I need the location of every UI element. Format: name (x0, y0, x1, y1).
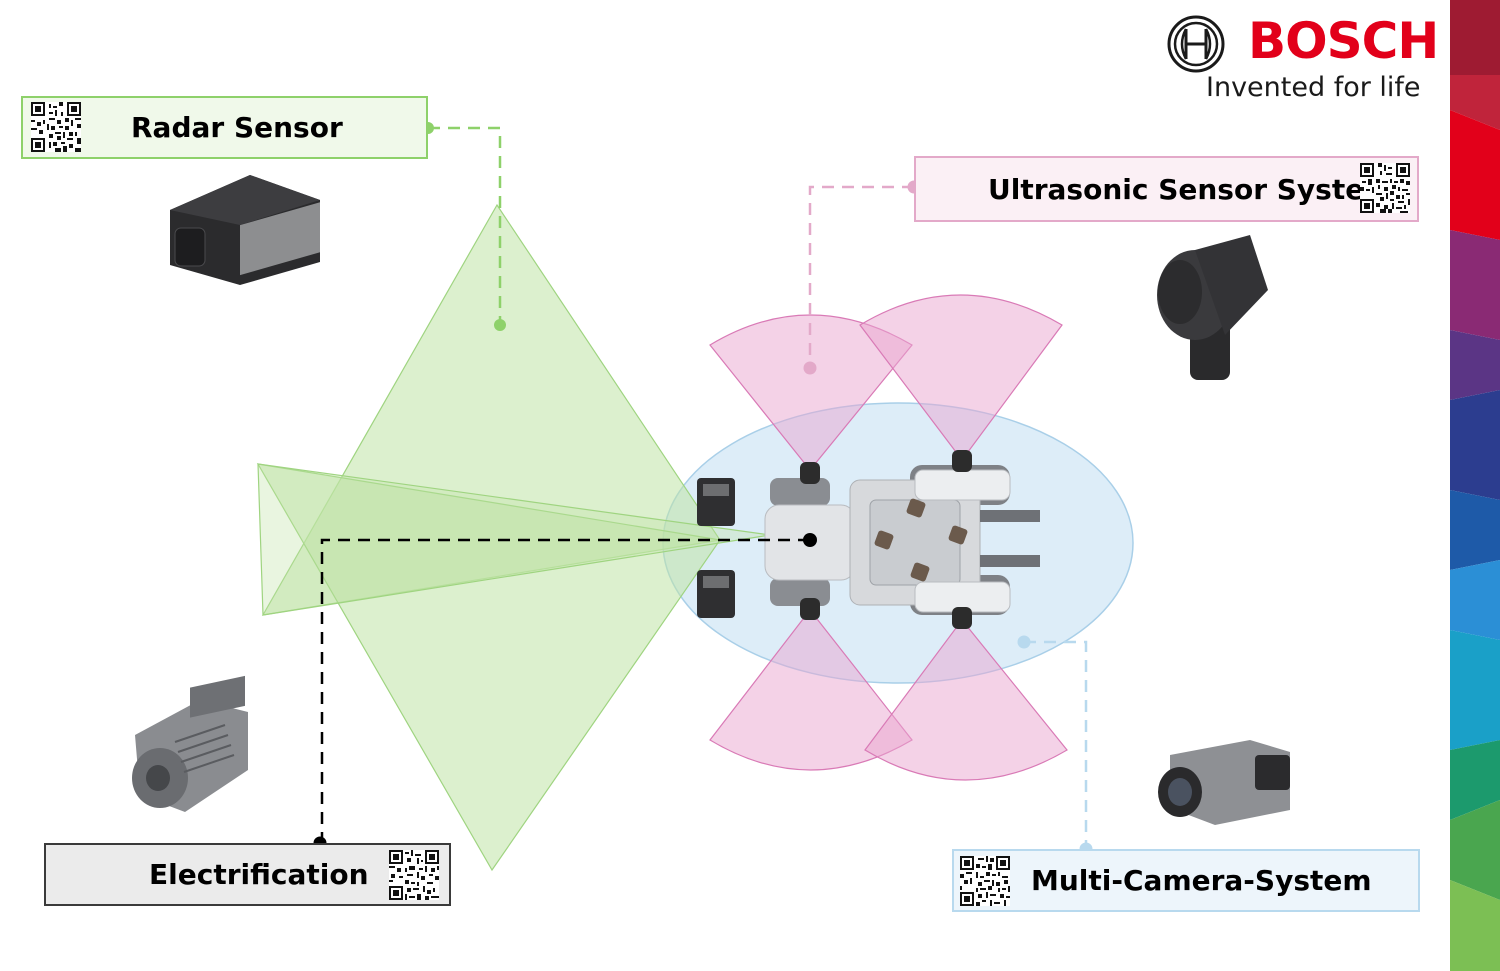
tractor-top-view (697, 450, 1040, 629)
ultrasonic-sensor-title: Ultrasonic Sensor System (988, 172, 1394, 206)
brand-name: BOSCH (1248, 12, 1439, 70)
electrification-connector-start-dot (803, 533, 817, 547)
qr-code-icon[interactable] (960, 856, 1010, 906)
electrification-title: Electrification (149, 858, 369, 891)
multi-camera-label[interactable]: Multi-Camera-System (952, 849, 1420, 912)
ultrasonic-connector (808, 185, 914, 368)
radar-sensor-title: Radar Sensor (131, 111, 343, 144)
camera-connector (1024, 640, 1088, 849)
qr-code-icon[interactable] (1360, 163, 1410, 213)
electrification-label[interactable]: Electrification (44, 843, 451, 906)
ultrasonic-sensor-device (1157, 235, 1268, 380)
camera-connector-start-dot (1017, 635, 1031, 649)
brand-tagline: Invented for life (1206, 72, 1421, 103)
multi-camera-title: Multi-Camera-System (1031, 864, 1372, 897)
radar-connector (428, 126, 502, 325)
radar-sensor-label[interactable]: Radar Sensor (21, 96, 428, 159)
ultrasonic-connector-end-dot (803, 361, 817, 375)
electric-motor-device (132, 675, 248, 812)
camera-device (1158, 740, 1290, 825)
qr-code-icon[interactable] (31, 102, 81, 152)
radar-sensor-device (170, 175, 320, 285)
bosch-armature-logo (1167, 15, 1225, 73)
ultrasonic-sensor-label[interactable]: Ultrasonic Sensor System (914, 156, 1419, 222)
bosch-brand-block: BOSCH Invented for life (1160, 10, 1439, 110)
radar-connector-end-dot (494, 319, 506, 331)
ultrasonic-coverage-sectors (709, 294, 1068, 781)
radar-coverage-cones (256, 203, 771, 872)
sensor-coverage-diagram (132, 122, 1290, 872)
brand-color-band (1450, 0, 1500, 971)
qr-code-icon[interactable] (389, 850, 439, 900)
electrification-connector (320, 538, 810, 843)
